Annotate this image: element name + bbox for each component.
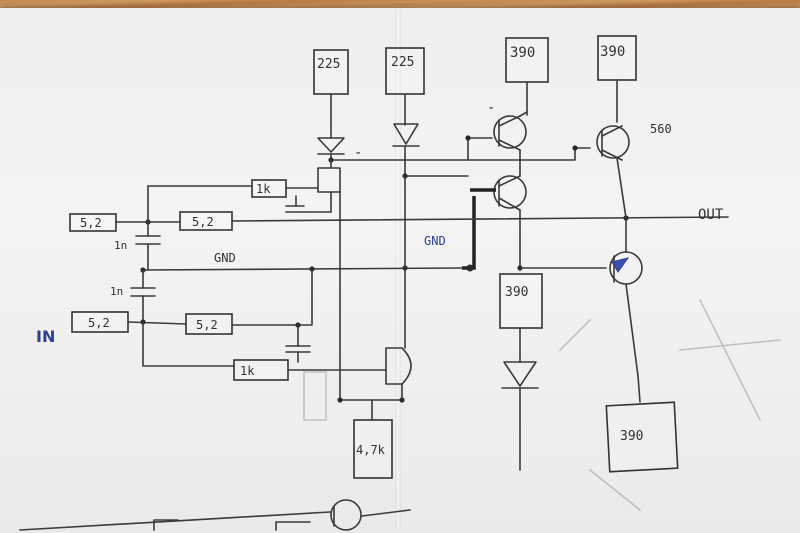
svg-text:5,2: 5,2 xyxy=(88,316,110,330)
svg-text:390: 390 xyxy=(510,45,535,61)
capacitor-1n-top: 1n xyxy=(114,221,161,271)
svg-text:-: - xyxy=(354,145,362,161)
transistor-top-right xyxy=(596,125,630,161)
svg-text:225: 225 xyxy=(391,55,414,70)
svg-text:390: 390 xyxy=(600,44,625,60)
diode-right xyxy=(392,123,420,147)
out-label: OUT xyxy=(698,207,724,223)
resistor-5r-bottom-right: 5,2 xyxy=(185,313,233,335)
resistor-5r-bottom-left: 5,2 xyxy=(71,311,129,333)
svg-text:1n: 1n xyxy=(114,239,127,252)
resistor-5r-top-right: 5,2 xyxy=(179,211,233,231)
svg-text:1k: 1k xyxy=(240,364,255,378)
svg-text:1k: 1k xyxy=(256,182,271,196)
svg-text:5,2: 5,2 xyxy=(192,215,214,229)
capacitor-1n-bottom: 1n xyxy=(110,269,156,323)
resistor-390-middle: 390 xyxy=(499,273,543,329)
partial-circuit-bottom xyxy=(19,499,411,531)
svg-text:5,2: 5,2 xyxy=(80,216,102,230)
resistor-390-bottom: 390 xyxy=(605,401,679,473)
in-label: IN xyxy=(36,327,55,346)
svg-text:4,7k: 4,7k xyxy=(356,443,386,457)
paper-fold xyxy=(395,10,401,530)
transistor-top-left xyxy=(493,111,528,151)
resistor-225-left: 225 xyxy=(313,49,349,95)
transistor-output-lower xyxy=(609,217,643,377)
logic-gate-lower xyxy=(385,347,412,385)
label-560: 560 xyxy=(650,122,672,136)
gnd-label-blue: GND xyxy=(424,234,446,248)
svg-text:5,2: 5,2 xyxy=(196,318,218,332)
resistor-4k7: 4,7k xyxy=(353,419,393,479)
resistor-390-top-left: 390 xyxy=(505,37,549,83)
small-transistor-left xyxy=(317,159,341,193)
resistor-1k-bottom: 1k xyxy=(233,359,289,381)
svg-text:225: 225 xyxy=(317,57,340,72)
resistor-225-right: 225 xyxy=(385,47,425,95)
resistor-1k-top: 1k xyxy=(251,179,287,198)
svg-text:390: 390 xyxy=(505,285,528,300)
svg-text:-: - xyxy=(487,100,495,116)
gnd-label-pencil: GND xyxy=(214,251,236,265)
svg-text:1n: 1n xyxy=(110,285,123,298)
resistor-390-top-right: 390 xyxy=(597,35,637,81)
svg-text:390: 390 xyxy=(620,429,643,444)
paper-sheet xyxy=(0,8,800,533)
transistor-middle xyxy=(493,175,527,211)
erased-pencil-traces xyxy=(303,299,781,511)
diode-left xyxy=(317,137,345,155)
resistor-5r-top-left: 5,2 xyxy=(69,213,117,232)
diode-bottom xyxy=(501,361,539,389)
